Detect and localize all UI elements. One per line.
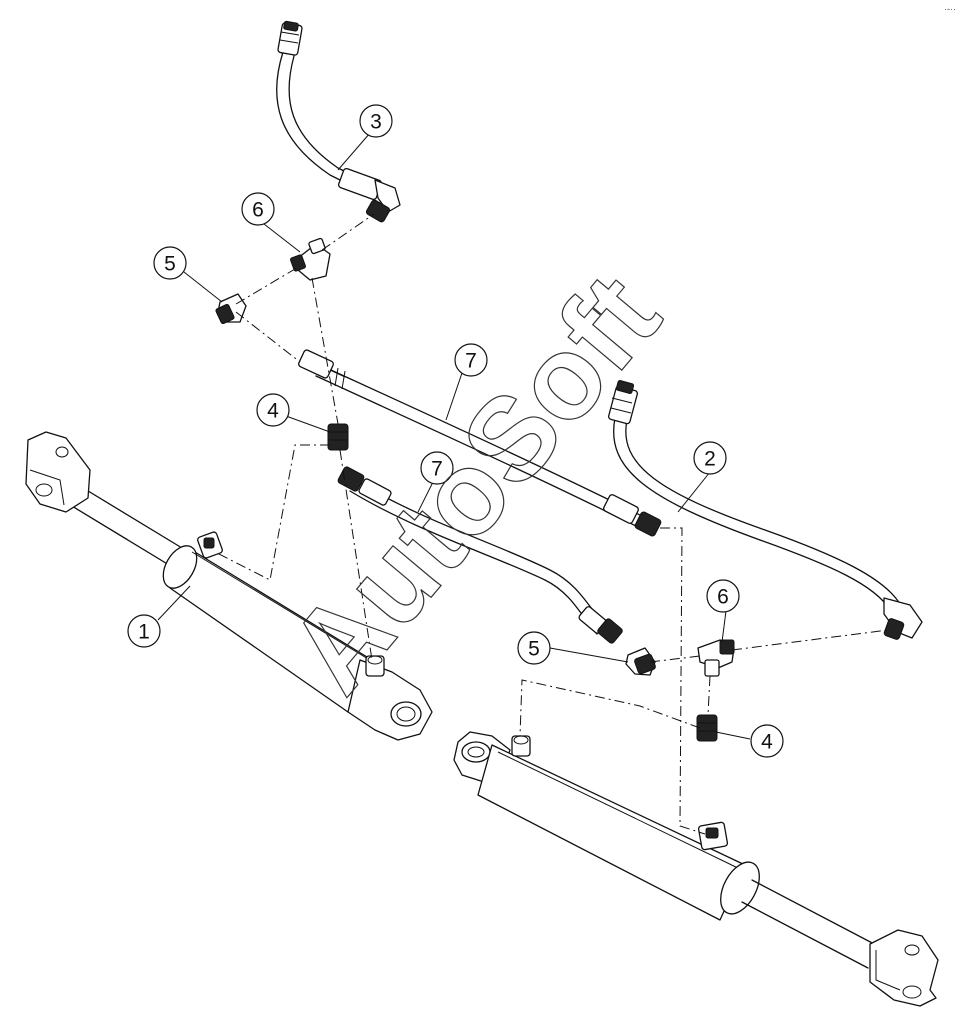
callout-6-right: 6 [706, 579, 740, 613]
hose-7-upper [298, 349, 662, 537]
callout-5-left-label: 5 [164, 253, 176, 276]
callout-7-lower-label: 7 [431, 458, 443, 481]
callout-1-label: 1 [138, 621, 150, 644]
fitting-adapter-4-left [327, 423, 349, 451]
callout-7-lower: 7 [420, 451, 454, 485]
callout-6-right-label: 6 [717, 586, 729, 609]
connection-lines [214, 213, 889, 835]
hose-3 [276, 20, 401, 223]
callout-7-upper-label: 7 [465, 350, 477, 373]
watermark: AutoSoft [264, 250, 685, 716]
cylinder-2 [453, 731, 939, 1007]
callout-2-label: 2 [704, 448, 716, 471]
callout-4-right-label: 4 [761, 731, 773, 754]
callout-5-right-label: 5 [528, 638, 540, 661]
callout-6-left: 6 [241, 192, 275, 226]
cylinder-1 [25, 431, 433, 741]
callout-4-left: 4 [256, 393, 290, 427]
callout-7-upper: 7 [454, 343, 488, 377]
fitting-elbow-5-left [215, 293, 247, 325]
hose-7-lower [337, 466, 623, 644]
callout-4-left-label: 4 [267, 400, 279, 423]
callout-3: 3 [359, 104, 393, 138]
fitting-adapter-4-right [696, 714, 718, 742]
fitting-tee-6-left [290, 237, 331, 281]
callout-6-left-label: 6 [252, 199, 264, 222]
callout-2: 2 [693, 441, 727, 475]
fitting-elbow-5-right [625, 647, 656, 676]
corner-mark: ·-·· [944, 4, 956, 14]
leader-lines [157, 132, 751, 740]
callout-5-left: 5 [153, 246, 187, 280]
callout-3-label: 3 [370, 111, 382, 134]
callout-5-right: 5 [517, 631, 551, 665]
callout-1: 1 [127, 614, 161, 648]
fitting-tee-6-right [697, 639, 735, 677]
callout-4-right: 4 [750, 724, 784, 758]
hose-2 [607, 380, 923, 640]
